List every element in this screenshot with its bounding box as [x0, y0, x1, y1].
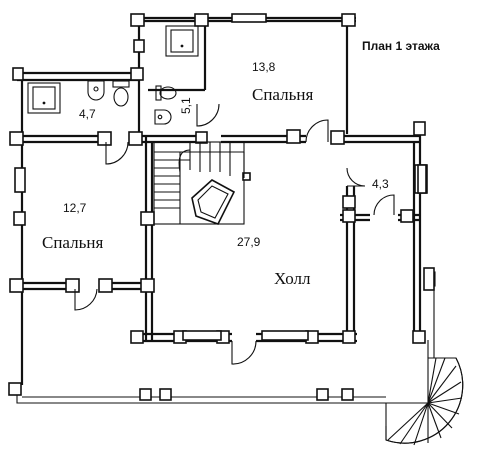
bath-area: 4,7 [79, 107, 96, 121]
washbasin-wc [154, 109, 172, 125]
bedroom-left-name: Спальня [42, 233, 103, 252]
log-ends [8, 13, 435, 401]
hall-area: 27,9 [237, 235, 261, 249]
doors [74, 103, 395, 365]
wc-area: 5,1 [179, 97, 193, 114]
plan-title: План 1 этажа [362, 39, 440, 53]
shower-tray-top [165, 25, 199, 57]
labels: План 1 этажа 4,7 5,1 13,8 Спальня 4,3 12… [42, 39, 440, 288]
toilet-bath [112, 80, 130, 107]
bedroom-top-name: Спальня [252, 85, 313, 104]
windows [182, 13, 427, 341]
spiral-stair [385, 357, 464, 446]
hall-name: Холл [274, 269, 311, 288]
bedroom-left-area: 12,7 [63, 201, 87, 215]
washbasin-bath [87, 80, 105, 101]
fixtures [27, 25, 199, 125]
toilet-wc [155, 85, 177, 101]
shower-tray-bath [27, 82, 61, 114]
vestibule-area: 4,3 [372, 177, 389, 191]
staircase [153, 141, 251, 225]
bedroom-top-area: 13,8 [252, 60, 276, 74]
